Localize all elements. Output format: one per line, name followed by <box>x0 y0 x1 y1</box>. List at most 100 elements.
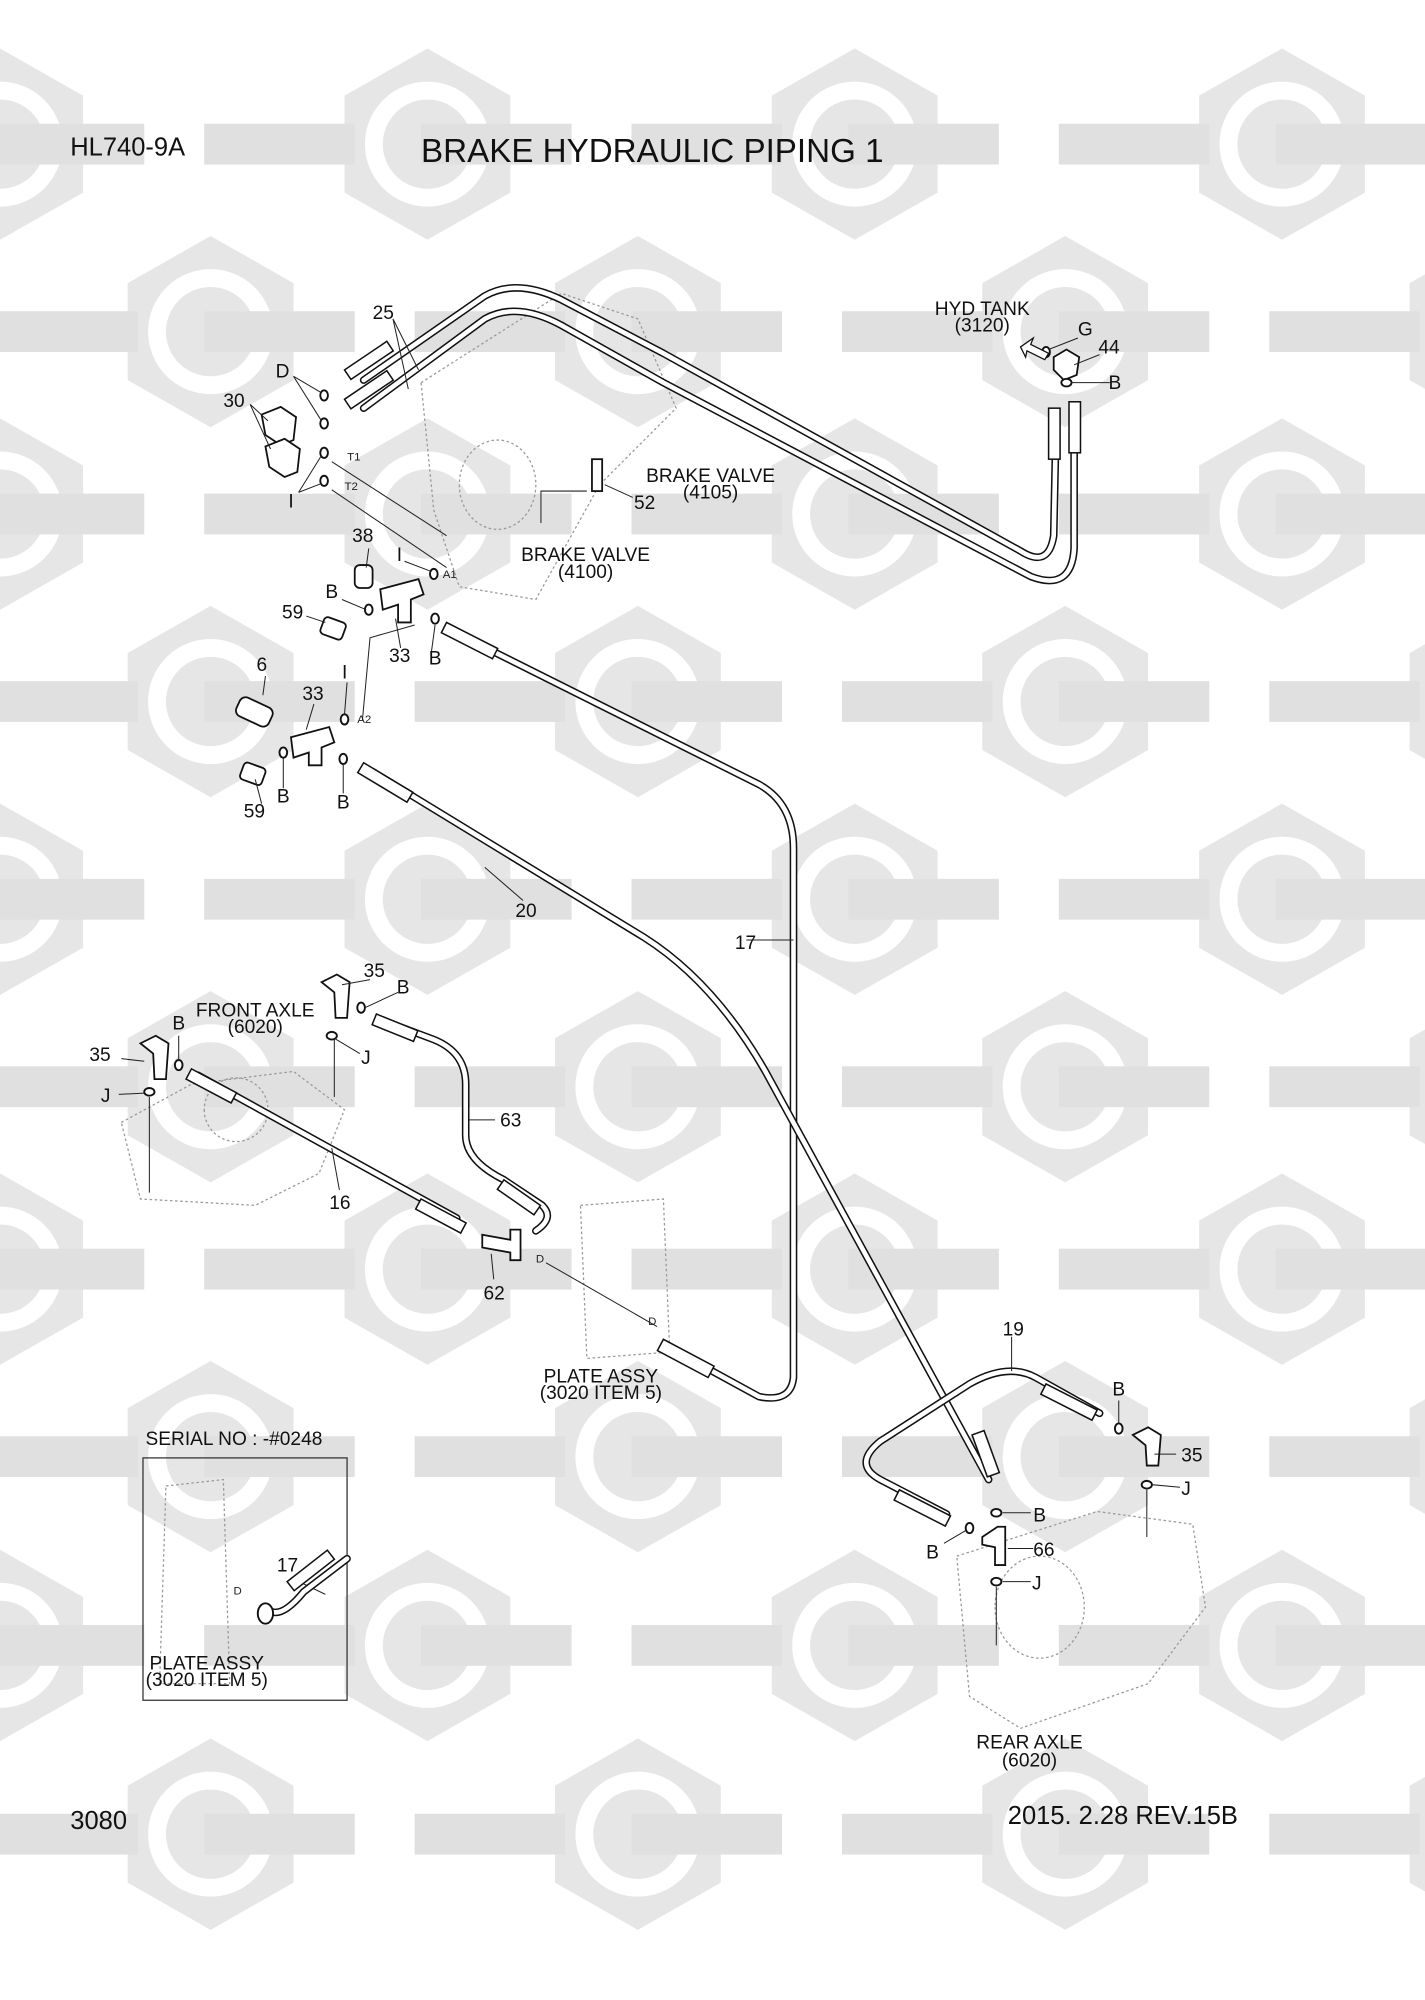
callout-B: B <box>337 793 350 814</box>
tee-62 <box>481 1228 522 1262</box>
callout-25: 25 <box>373 303 394 324</box>
watermark-tile <box>841 235 1210 428</box>
callout-66: 66 <box>1033 1540 1054 1561</box>
callout-J: J <box>101 1086 111 1107</box>
callout-J: J <box>1181 1479 1191 1500</box>
inset-callout-17: 17 <box>277 1555 298 1576</box>
watermark-banner <box>631 1813 783 1855</box>
watermark-tile <box>414 1738 783 1930</box>
elbow-30b <box>264 437 301 479</box>
watermark-banner <box>1058 1436 1210 1478</box>
callout-6: 6 <box>257 655 268 676</box>
watermark-banner <box>204 878 355 920</box>
callout-44: 44 <box>1098 337 1120 358</box>
watermark-tile <box>204 1549 572 1742</box>
elbow-44 <box>1052 348 1081 382</box>
callout-J: J <box>361 1048 371 1069</box>
watermark-tile <box>0 803 145 995</box>
brake-valve-ghost <box>420 292 677 601</box>
watermark-tile <box>631 1173 999 1365</box>
watermark-banner <box>841 1813 993 1855</box>
watermark-tile <box>1269 1776 1425 1892</box>
watermark-banner <box>204 311 355 353</box>
watermark-banner <box>414 681 566 722</box>
switch-6 <box>235 696 274 728</box>
watermark-banner <box>414 1813 566 1855</box>
callout-16: 16 <box>329 1193 350 1214</box>
watermark-banner <box>421 1248 572 1290</box>
callout-B: B <box>277 786 290 807</box>
watermark-banner <box>631 311 783 353</box>
watermark-tile <box>204 48 572 240</box>
callout-63: 63 <box>500 1110 521 1131</box>
callout-B: B <box>1112 1379 1125 1400</box>
watermark-banner <box>1275 1248 1425 1290</box>
callout-D-small: D <box>536 1254 544 1266</box>
port-A2: A2 <box>357 714 371 726</box>
watermark-banner <box>414 1436 566 1478</box>
port-T1: T1 <box>347 451 360 463</box>
watermark-banner <box>0 1066 138 1108</box>
watermark-banner <box>421 1625 572 1666</box>
watermark-tile <box>1269 1399 1425 1514</box>
brake-valve-4105-ref: (4105) <box>683 483 738 504</box>
watermark-tile <box>204 418 572 610</box>
callout-19: 19 <box>1003 1319 1024 1340</box>
inset-plate-ghost <box>158 1478 231 1685</box>
callout-B: B <box>429 649 442 670</box>
brake-valve-4100-ref: (4100) <box>558 562 613 583</box>
watermark-banner <box>1275 493 1425 535</box>
elbow-35a <box>319 973 351 1019</box>
watermark-banner <box>631 681 783 722</box>
callout-B: B <box>397 978 410 999</box>
watermark-tile <box>1269 644 1425 759</box>
watermark-tile <box>0 1360 355 1553</box>
callout-I: I <box>288 492 293 513</box>
watermark-banner <box>848 123 999 165</box>
plug-38 <box>353 564 374 589</box>
watermark-tile <box>0 605 355 798</box>
watermark-tile <box>631 1549 999 1742</box>
watermark-tile <box>414 605 783 798</box>
watermark-layer <box>0 48 1425 1930</box>
callout-33: 33 <box>302 684 323 705</box>
callout-35: 35 <box>1181 1446 1202 1467</box>
callout-B: B <box>926 1543 939 1564</box>
watermark-tile <box>631 803 999 995</box>
hyd-tank-ref: (3120) <box>955 316 1010 337</box>
watermark-banner <box>1275 1625 1425 1666</box>
pipe-16 <box>194 1071 461 1222</box>
watermark-banner <box>1269 681 1420 722</box>
callout-35: 35 <box>364 961 385 982</box>
watermark-banner <box>421 878 572 920</box>
elbow-35c <box>1131 1426 1162 1467</box>
inset-callout-D: D <box>234 1585 242 1597</box>
watermark-banner <box>1058 1625 1210 1666</box>
callout-33: 33 <box>389 646 410 667</box>
watermark-banner <box>631 123 783 165</box>
watermark-tile <box>1058 1173 1425 1365</box>
port-A1: A1 <box>443 569 457 581</box>
callout-52: 52 <box>634 493 655 514</box>
watermark-tile <box>631 418 999 610</box>
leader-lines <box>118 318 1181 1646</box>
tee-33b <box>289 725 336 767</box>
pipe-63 <box>378 1016 552 1235</box>
watermark-banner <box>0 493 145 535</box>
watermark-banner <box>1269 1066 1420 1108</box>
watermark-banner <box>1269 1813 1420 1855</box>
o-rings <box>143 345 1153 1587</box>
watermark-banner <box>0 311 138 353</box>
watermark-tile <box>0 1549 145 1742</box>
pipe-19 <box>862 1367 1104 1518</box>
callout-D: D <box>276 362 290 383</box>
fittings <box>138 348 1162 1566</box>
watermark-tile <box>1058 1549 1425 1742</box>
watermark-tile <box>841 1738 1210 1930</box>
watermark-tile <box>0 1173 145 1365</box>
callout-B: B <box>1033 1506 1046 1527</box>
callout-38: 38 <box>352 526 373 547</box>
callout-I: I <box>342 663 347 684</box>
fitting-59a <box>319 616 347 641</box>
